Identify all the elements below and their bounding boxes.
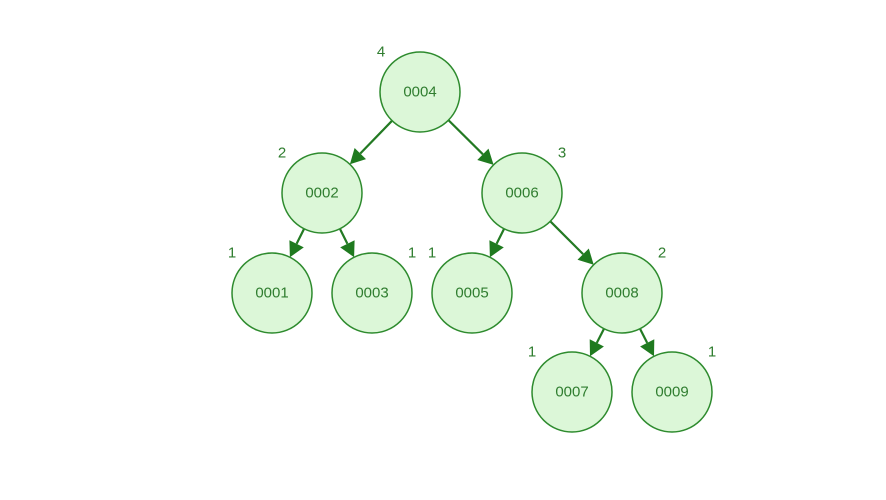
node-circle: [379, 51, 461, 133]
edge-line: [359, 119, 393, 155]
node-height-label: 1: [408, 245, 416, 262]
edge-0004-to-0006: [447, 119, 494, 165]
edge-0008-to-0007: [589, 328, 605, 357]
node-circle: [331, 252, 413, 334]
tree-node-0008: 0008 2: [581, 245, 666, 334]
node-height-label: 2: [278, 145, 286, 162]
edge-0006-to-0008: [549, 220, 594, 265]
edge-0004-to-0002: [349, 119, 393, 165]
arrowhead-icon: [589, 339, 604, 357]
arrowhead-icon: [340, 240, 355, 258]
node-height-label: 2: [658, 245, 666, 262]
tree-node-0009: 0009 1: [631, 344, 716, 433]
node-height-label: 1: [228, 245, 236, 262]
edge-line: [495, 228, 506, 245]
tree-node-0004: 0004 4: [377, 44, 461, 133]
edge-line: [338, 228, 349, 245]
node-circle: [581, 252, 663, 334]
edges-layer: [289, 119, 655, 357]
node-circle: [431, 252, 513, 334]
node-height-label: 1: [528, 344, 536, 361]
edge-line: [595, 328, 605, 344]
nodes-layer: 0004 4 0002 2 0006 3 0001 1 0003 1 0005 1 0008 2 0007 1…: [228, 44, 716, 433]
node-circle: [531, 351, 613, 433]
arrowhead-icon: [577, 248, 594, 265]
edge-line: [639, 328, 649, 344]
tree-node-0003: 0003 1: [331, 245, 416, 334]
node-key-label: 0002: [305, 185, 338, 202]
edge-line: [295, 228, 306, 245]
node-height-label: 1: [708, 344, 716, 361]
node-key-label: 0006: [505, 185, 538, 202]
edge-0002-to-0001: [289, 228, 306, 258]
node-height-label: 4: [377, 44, 385, 61]
node-key-label: 0004: [403, 84, 436, 101]
node-circle: [481, 152, 563, 234]
tree-node-0006: 0006 3: [481, 145, 566, 234]
tree-node-0007: 0007 1: [528, 344, 613, 433]
edge-0008-to-0009: [639, 328, 655, 357]
edge-line: [549, 220, 584, 255]
node-circle: [231, 252, 313, 334]
node-circle: [281, 152, 363, 234]
arrowhead-icon: [640, 339, 655, 357]
node-key-label: 0003: [355, 285, 388, 302]
tree-node-0005: 0005 1: [428, 245, 513, 334]
node-key-label: 0005: [455, 285, 488, 302]
arrowhead-icon: [349, 148, 366, 165]
node-key-label: 0008: [605, 285, 638, 302]
edge-0002-to-0003: [338, 228, 355, 258]
node-height-label: 3: [558, 145, 566, 162]
edge-line: [447, 119, 484, 156]
node-key-label: 0007: [555, 384, 588, 401]
node-key-label: 0009: [655, 384, 688, 401]
arrowhead-icon: [477, 148, 494, 165]
node-key-label: 0001: [255, 285, 288, 302]
edge-0006-to-0005: [489, 228, 506, 258]
tree-node-0001: 0001 1: [228, 245, 313, 334]
tree-node-0002: 0002 2: [278, 145, 363, 234]
node-height-label: 1: [428, 245, 436, 262]
arrowhead-icon: [289, 240, 304, 258]
arrowhead-icon: [489, 240, 504, 258]
node-circle: [631, 351, 713, 433]
